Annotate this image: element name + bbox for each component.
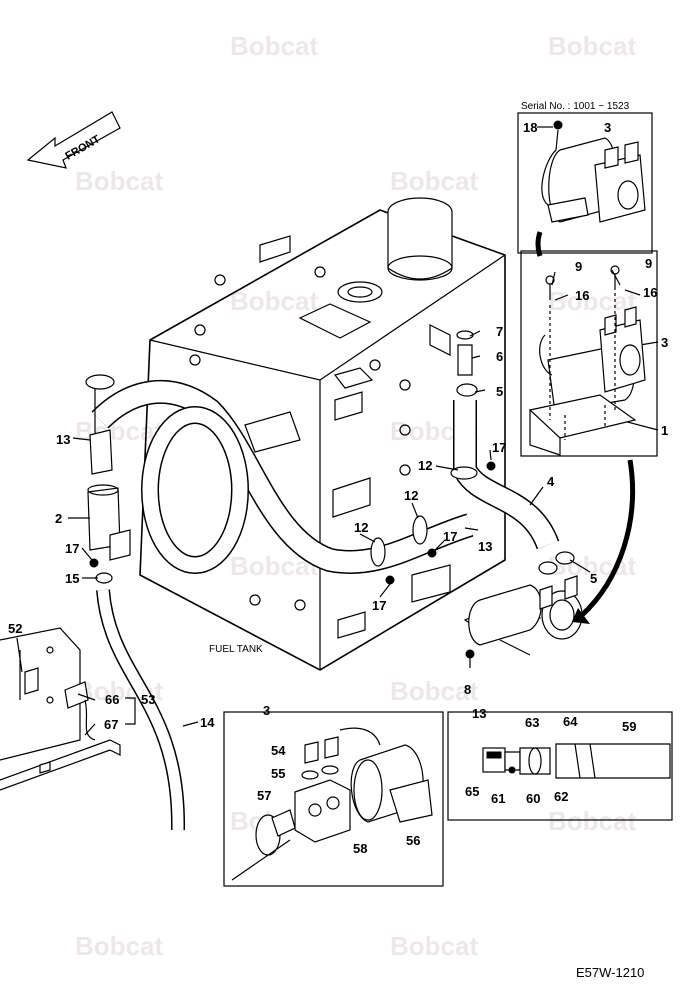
callout-label: 57 [257, 788, 271, 803]
callout-label: 16 [575, 288, 589, 303]
watermark-text: Bobcat [548, 806, 636, 836]
callout-label: 67 [104, 717, 118, 732]
callout-label: 17 [443, 529, 457, 544]
hose-13-main [91, 379, 474, 574]
callout-label: 15 [65, 571, 79, 586]
left-sensor-assembly [0, 627, 121, 791]
inset-serial: Serial No. : 1001 ~ 1523 [517, 101, 653, 254]
callout-label: 12 [418, 458, 432, 473]
callouts: 18 3 9 9 16 16 3 1 7 6 5 17 12 4 12 12 1… [8, 120, 668, 856]
fuel-tank-label: FUEL TANK [209, 644, 263, 655]
callout-label: 2 [55, 511, 62, 526]
watermark-text: Bobcat [75, 931, 163, 961]
callout-label: 4 [547, 474, 555, 489]
callout-label: 7 [496, 324, 503, 339]
serial-note: Serial No. : 1001 ~ 1523 [521, 101, 630, 112]
callout-label: 12 [404, 488, 418, 503]
watermark-text: Bobcat [390, 166, 478, 196]
callout-label: 16 [643, 285, 657, 300]
callout-label: 66 [105, 692, 119, 707]
callout-label: 3 [263, 703, 270, 718]
callout-label: 63 [525, 715, 539, 730]
clamps-12 [370, 466, 478, 567]
callout-label: 13 [478, 539, 492, 554]
hose-coil [141, 406, 249, 574]
front-arrow: FRONT [26, 111, 121, 169]
drawing-code: E57W-1210 [576, 965, 644, 980]
callout-label: 6 [496, 349, 503, 364]
callout-label: 18 [523, 120, 537, 135]
callout-label: 8 [464, 682, 471, 697]
watermark-text: Bobcat [390, 676, 478, 706]
callout-label: 12 [354, 520, 368, 535]
callout-label: 52 [8, 621, 22, 636]
fittings [429, 324, 575, 575]
watermark-text: Bobcat [548, 286, 636, 316]
callout-label: 1 [661, 423, 668, 438]
watermark-text: Bobcat [390, 931, 478, 961]
callout-label: 60 [526, 791, 540, 806]
hose-14 [96, 589, 186, 831]
callout-label: 5 [590, 571, 597, 586]
inset-pump-exploded [223, 711, 444, 887]
callout-label: 9 [645, 256, 652, 271]
callout-label: 54 [271, 743, 286, 758]
inset-sender [447, 711, 673, 821]
callout-label: 65 [465, 784, 479, 799]
bolts-17 [89, 461, 496, 585]
callout-label: 61 [491, 791, 505, 806]
watermark-text: Bobcat [75, 166, 163, 196]
callout-label: 3 [661, 335, 668, 350]
callout-label: 17 [492, 440, 506, 455]
callout-label: 13 [56, 432, 70, 447]
inset-connectors [535, 231, 635, 624]
watermark-text: Bobcat [230, 286, 318, 316]
callout-label: 64 [563, 714, 578, 729]
callout-label: 56 [406, 833, 420, 848]
callout-label: 62 [554, 789, 568, 804]
watermark-text: Bobcat [230, 31, 318, 61]
watermark-text: Bobcat [548, 31, 636, 61]
watermark-text: Bobcat [75, 416, 163, 446]
callout-label: 58 [353, 841, 367, 856]
callout-label: 53 [141, 692, 155, 707]
fuel-filter [85, 374, 131, 584]
callout-label: 9 [575, 259, 582, 274]
callout-label: 59 [622, 719, 636, 734]
callout-label: 3 [604, 120, 611, 135]
inset-pump-bracket [520, 250, 658, 457]
callout-label: 13 [472, 706, 486, 721]
fuel-tank: FUEL TANK [139, 197, 506, 671]
callout-label: 14 [200, 715, 215, 730]
fuel-pump-main [463, 575, 583, 659]
callout-label: 5 [496, 384, 503, 399]
callout-label: 55 [271, 766, 285, 781]
callout-label: 17 [372, 598, 386, 613]
callout-label: 17 [65, 541, 79, 556]
